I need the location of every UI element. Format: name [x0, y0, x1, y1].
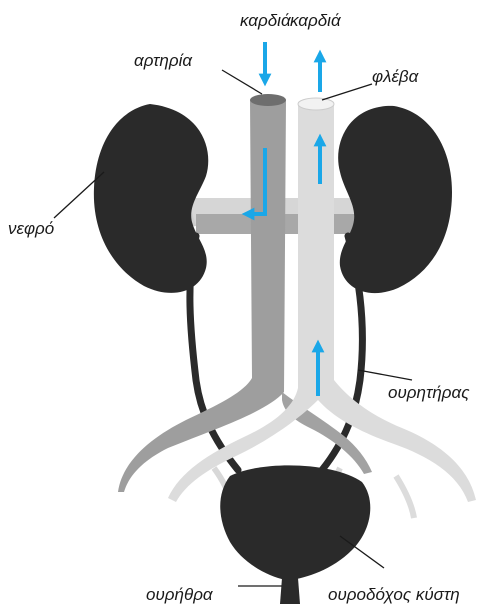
- label-urethra: ουρήθρα: [146, 585, 214, 604]
- label-kidney: νεφρό: [8, 219, 54, 238]
- label-bladder: ουροδόχος κύστη: [328, 585, 460, 604]
- label-heart-in: καρδιά: [240, 11, 292, 30]
- bladder: [220, 465, 370, 580]
- label-heart-out: καρδιά: [290, 11, 342, 30]
- urethra: [280, 578, 300, 604]
- label-artery: αρτηρία: [134, 51, 193, 70]
- label-ureter: ουρητήρας: [388, 383, 470, 402]
- label-vein: φλέβα: [372, 67, 420, 86]
